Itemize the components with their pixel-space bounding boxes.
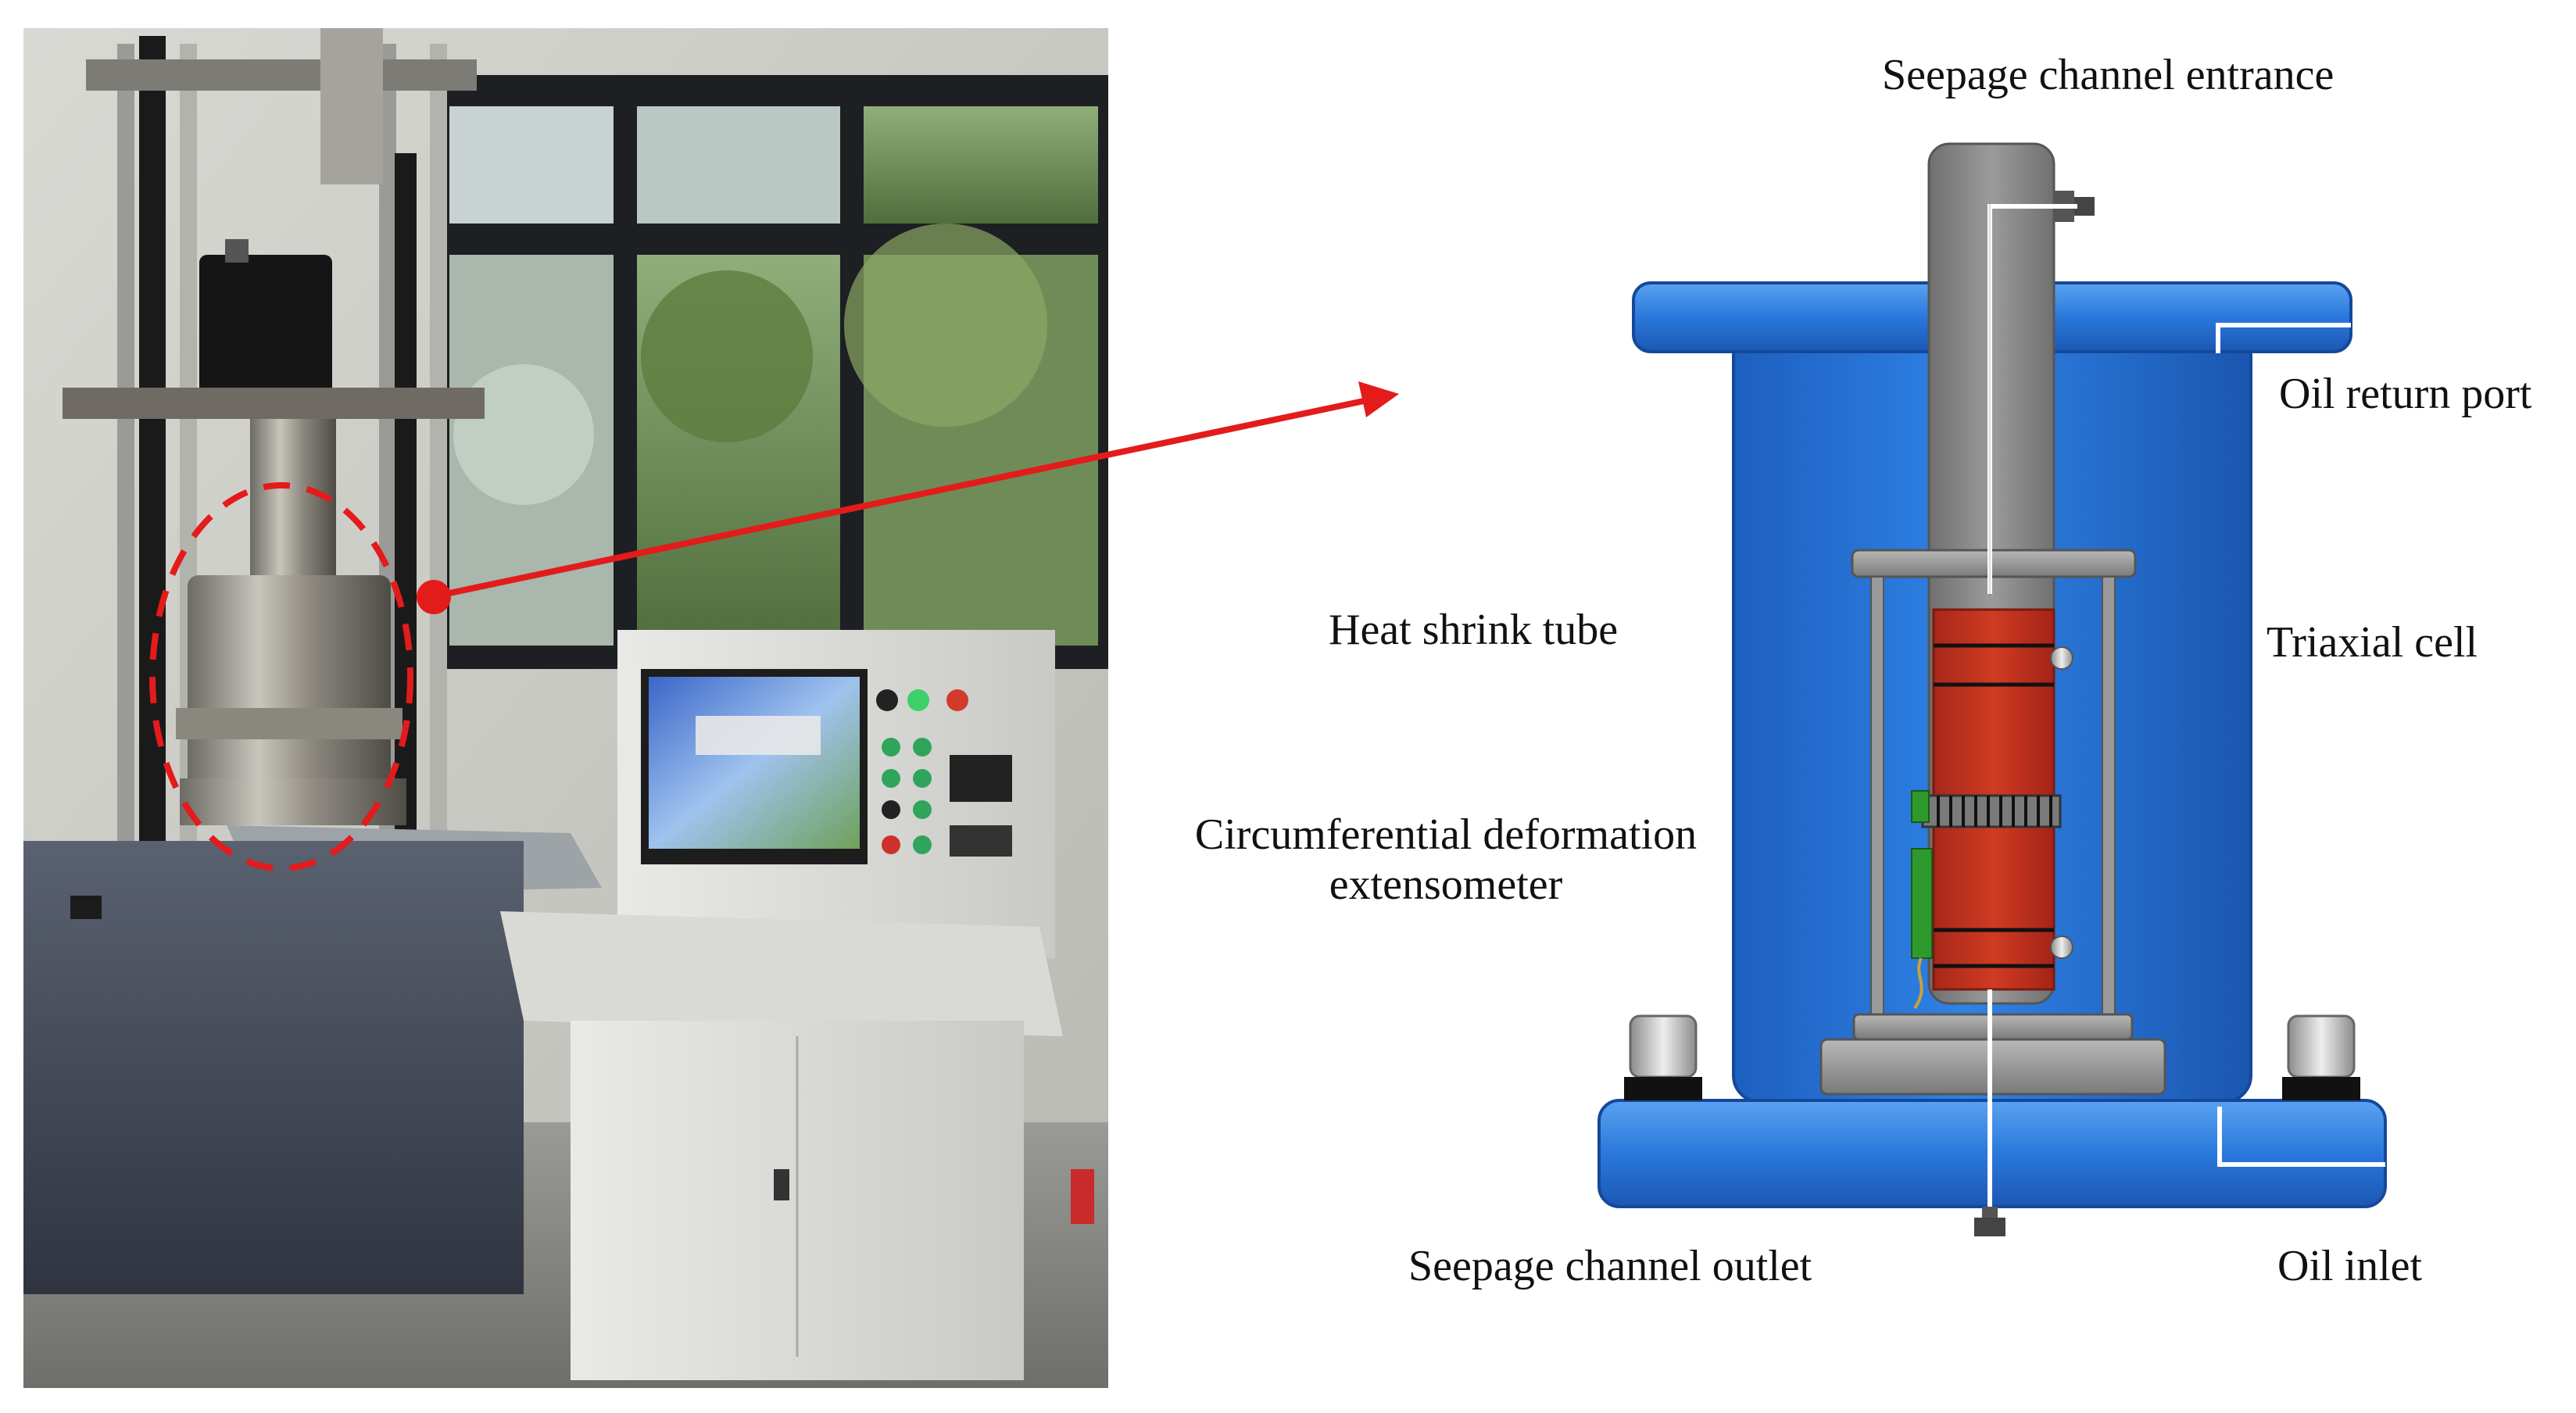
outlet-nut bbox=[1974, 1218, 2005, 1236]
label-heat-shrink-tube: Heat shrink tube bbox=[1329, 606, 1619, 654]
pointer-line bbox=[445, 397, 1368, 597]
testing-machine-photo bbox=[23, 28, 1108, 1388]
pointer-dot bbox=[417, 580, 451, 614]
tie-rod-right bbox=[2102, 576, 2116, 1015]
label-circumferential-line2: extensometer bbox=[1329, 860, 1563, 910]
oil-inlet-line bbox=[2217, 1107, 2385, 1167]
label-oil-return-port: Oil return port bbox=[2279, 370, 2532, 418]
label-triaxial-cell: Triaxial cell bbox=[2267, 618, 2478, 667]
base-knob-right bbox=[2282, 1014, 2360, 1100]
label-oil-inlet: Oil inlet bbox=[2277, 1242, 2423, 1290]
highlight-ellipse bbox=[149, 482, 413, 871]
label-seepage-entrance: Seepage channel entrance bbox=[1882, 51, 2334, 99]
arrowhead-icon bbox=[1358, 381, 1399, 417]
lower-platen bbox=[1852, 1013, 2134, 1041]
label-seepage-outlet: Seepage channel outlet bbox=[1408, 1242, 1812, 1290]
label-circumferential-extensometer: Circumferential deformation extensometer bbox=[1165, 810, 1727, 910]
upper-platen bbox=[1851, 549, 2137, 578]
label-circumferential-line1: Circumferential deformation bbox=[1194, 810, 1698, 859]
seepage-channel-upper bbox=[1987, 204, 2077, 594]
photo-illustration bbox=[23, 28, 1108, 1388]
tie-rod-left bbox=[1870, 576, 1884, 1015]
oil-return-line bbox=[2216, 323, 2351, 353]
pedestal bbox=[1819, 1038, 2166, 1096]
circumferential-extensometer bbox=[1911, 790, 2062, 1010]
base-knob-left bbox=[1624, 1014, 1702, 1100]
